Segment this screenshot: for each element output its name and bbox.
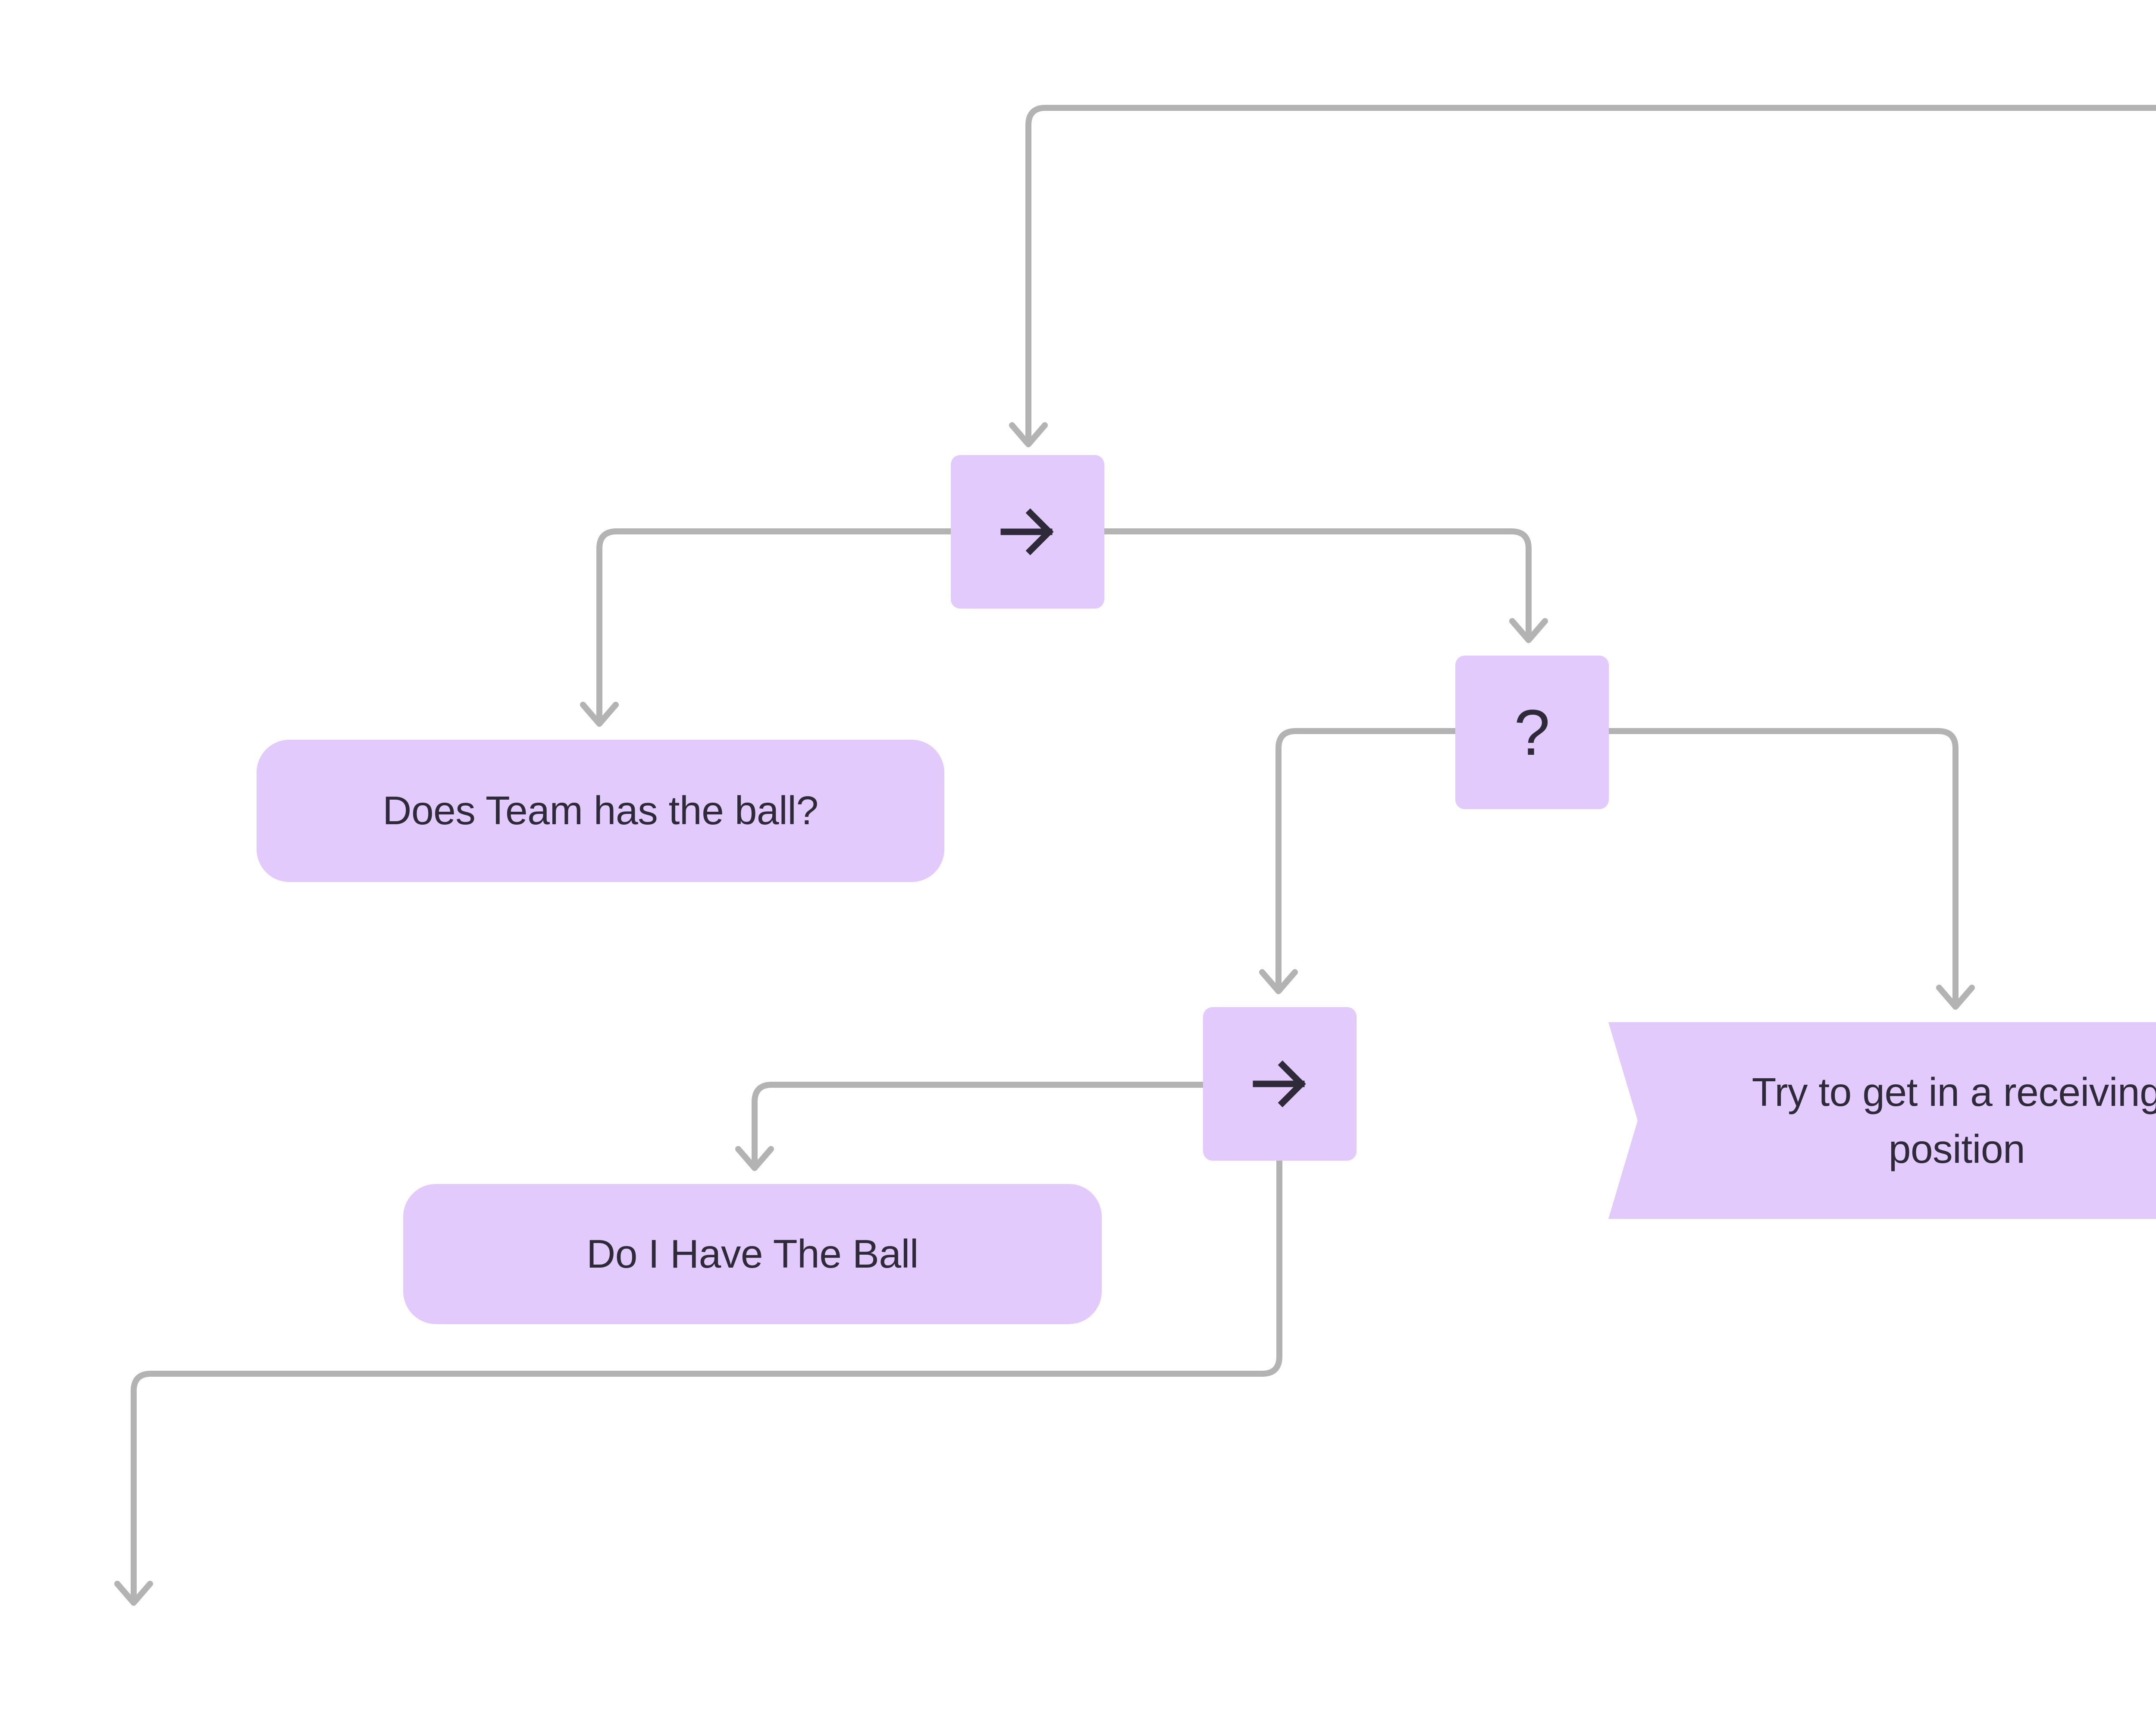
edge-arrow-node-1-to-pill-team-ball [583, 528, 954, 724]
edge-question-node-to-arrow-node-2 [1262, 728, 1458, 991]
question-node[interactable]: ? [1455, 656, 1609, 809]
ribbon-label-line2: position [1888, 1127, 2025, 1171]
edge-top-entry-to-arrow-node-1 [1012, 105, 2156, 444]
question-mark-icon: ? [1514, 696, 1550, 769]
pill-label: Does Team has the ball? [382, 788, 818, 833]
pill-does-team-has-the-ball[interactable]: Does Team has the ball? [257, 740, 944, 882]
arrow-node-1[interactable] [951, 455, 1104, 609]
ribbon-label: Try to get in a receiving position [1686, 1064, 2156, 1177]
edge-question-node-to-ribbon-receiving [1601, 728, 1972, 1007]
ribbon-label-line1: Try to get in a receiving [1752, 1069, 2156, 1115]
pill-do-i-have-the-ball[interactable]: Do I Have The Ball [403, 1184, 1102, 1324]
edge-arrow-node-1-to-question-node [1101, 528, 1545, 640]
arrow-node-2[interactable] [1203, 1007, 1357, 1161]
arrow-right-icon [995, 499, 1060, 564]
edge-arrow-node-2-to-pill-have-ball [738, 1082, 1206, 1168]
arrow-right-icon [1247, 1052, 1312, 1116]
pill-label: Do I Have The Ball [586, 1231, 918, 1276]
ribbon-try-to-get-in-a-receiving-position[interactable]: Try to get in a receiving position [1608, 1022, 2156, 1219]
